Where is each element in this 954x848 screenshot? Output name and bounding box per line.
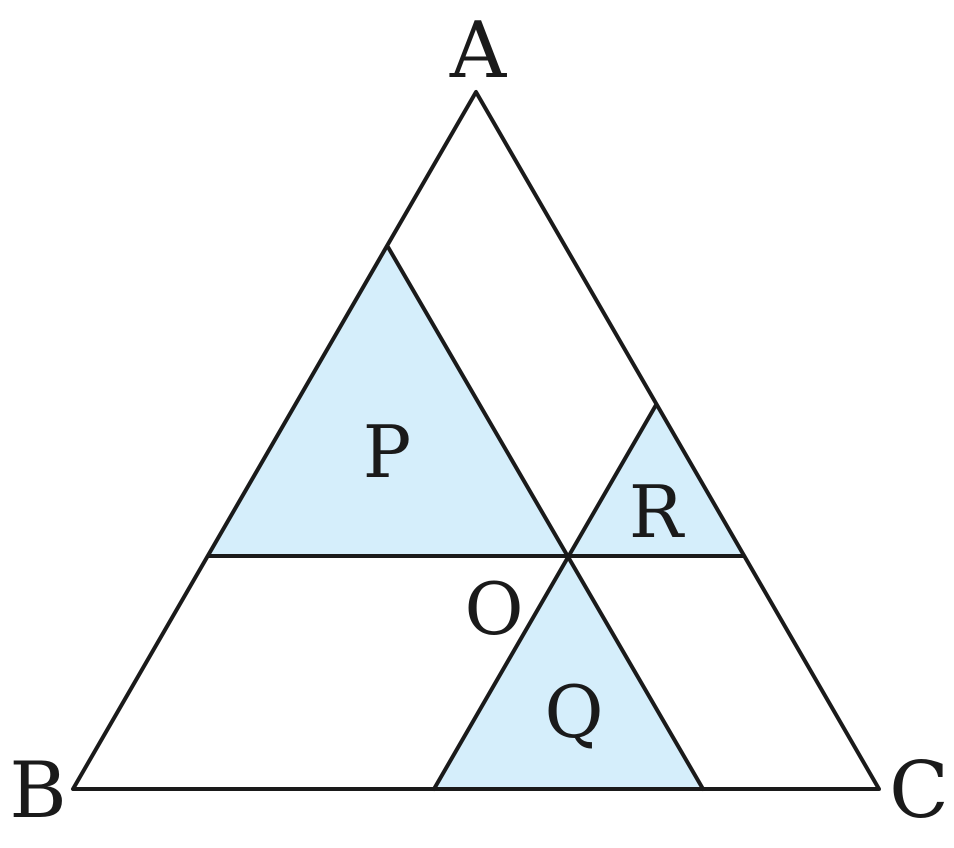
- point-label-o: O: [464, 567, 523, 651]
- region-label-p: P: [363, 410, 411, 494]
- line-parallel-to-ab: [432, 403, 658, 791]
- region-r: [569, 405, 743, 556]
- region-q: [434, 556, 703, 789]
- triangle-abc: [71, 90, 881, 791]
- vertex-label-b: B: [9, 746, 66, 836]
- region-label-r: R: [629, 470, 685, 554]
- vertex-label-c: C: [889, 746, 949, 836]
- region-label-q: Q: [544, 670, 603, 754]
- vertex-label-a: A: [449, 6, 508, 96]
- line-parallel-to-ac: [386, 245, 705, 791]
- region-p: [209, 247, 569, 556]
